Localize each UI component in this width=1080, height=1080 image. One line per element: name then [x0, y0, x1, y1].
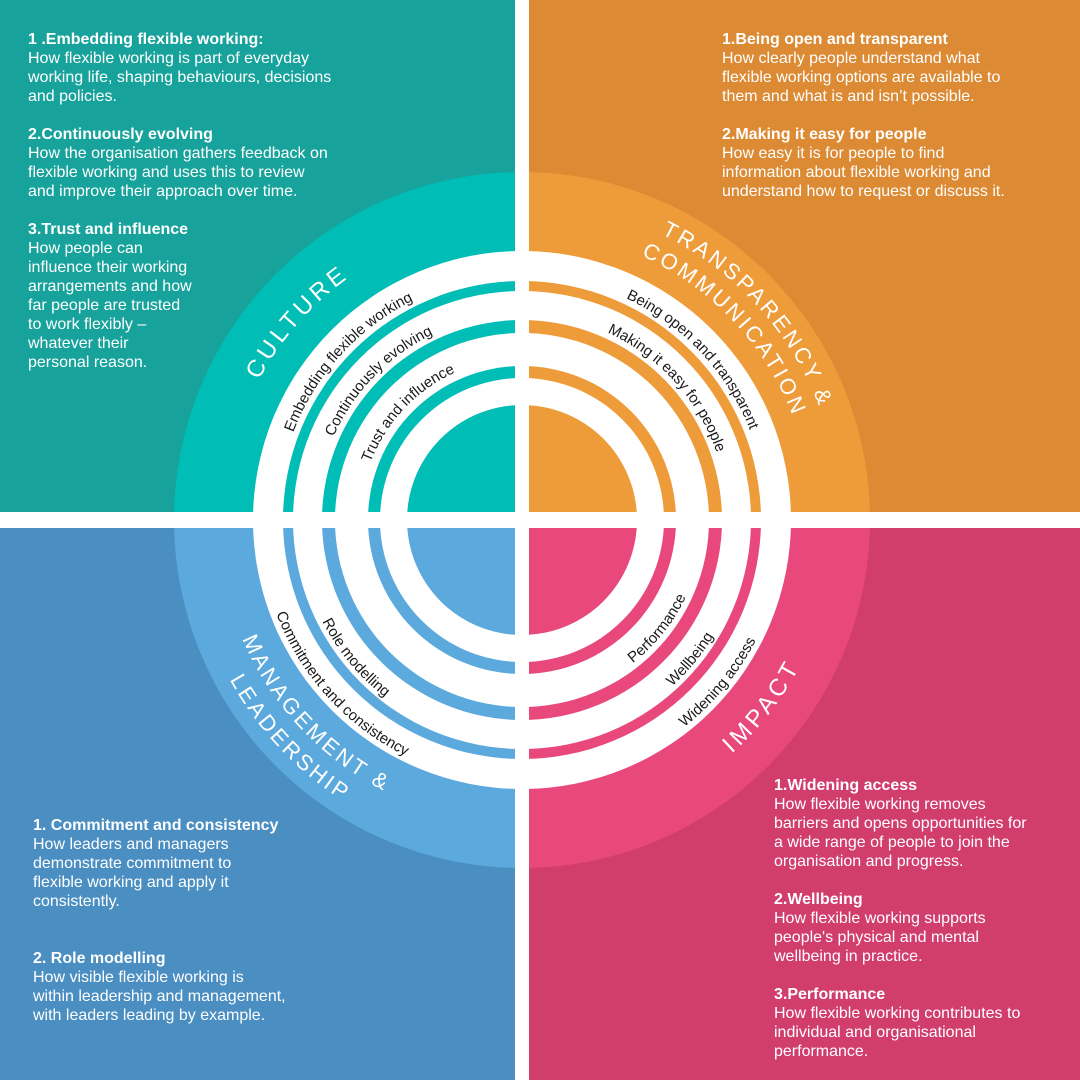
impact-descriptions: 1.Widening access How flexible working r…	[774, 776, 1074, 1080]
transparency-descriptions: 1.Being open and transparent How clearly…	[722, 30, 1062, 220]
management-item-1: 1. Commitment and consistency How leader…	[33, 816, 353, 911]
item-description: How easy it is for people to find inform…	[722, 145, 1005, 200]
item-description: How the organisation gathers feedback on…	[28, 145, 328, 200]
management-descriptions: 1. Commitment and consistency How leader…	[33, 816, 353, 1063]
item-description: How flexible working removes barriers an…	[774, 796, 1027, 870]
item-description: How people can influence their working a…	[28, 240, 192, 371]
item-description: How visible flexible working is within l…	[33, 969, 286, 1024]
impact-item-2: 2.Wellbeing How flexible working support…	[774, 890, 1074, 966]
item-description: How flexible working supports people's p…	[774, 910, 986, 965]
culture-item-1: 1 .Embedding flexible working: How flexi…	[28, 30, 378, 106]
culture-rings	[174, 172, 515, 512]
item-description: How clearly people understand what flexi…	[722, 50, 1001, 105]
culture-item-2: 2.Continuously evolving How the organisa…	[28, 125, 378, 201]
item-title: 1. Commitment and consistency	[33, 817, 279, 834]
impact-rings	[529, 528, 870, 868]
item-title: 2.Wellbeing	[774, 891, 863, 908]
culture-descriptions: 1 .Embedding flexible working: How flexi…	[28, 30, 378, 391]
transparency-item-2: 2.Making it easy for people How easy it …	[722, 125, 1062, 201]
item-title: 3.Trust and influence	[28, 221, 189, 238]
culture-item-3: 3.Trust and influence How people can inf…	[28, 220, 378, 372]
item-title: 1.Being open and transparent	[722, 31, 948, 48]
transparency-item-1: 1.Being open and transparent How clearly…	[722, 30, 1062, 106]
item-description: How flexible working is part of everyday…	[28, 50, 332, 105]
impact-item-3: 3.Performance How flexible working contr…	[774, 985, 1074, 1061]
item-title: 3.Performance	[774, 986, 886, 1003]
item-title: 2. Role modelling	[33, 950, 166, 967]
impact-item-1: 1.Widening access How flexible working r…	[774, 776, 1074, 871]
item-title: 1 .Embedding flexible working:	[28, 31, 264, 48]
item-description: How flexible working contributes to indi…	[774, 1005, 1021, 1060]
management-item-2: 2. Role modelling How visible flexible w…	[33, 949, 353, 1025]
management-rings	[174, 528, 515, 868]
item-title: 2.Continuously evolving	[28, 126, 213, 143]
transparency-rings	[529, 172, 870, 512]
item-title: 1.Widening access	[774, 777, 918, 794]
item-description: How leaders and managers demonstrate com…	[33, 836, 232, 910]
item-title: 2.Making it easy for people	[722, 126, 927, 143]
